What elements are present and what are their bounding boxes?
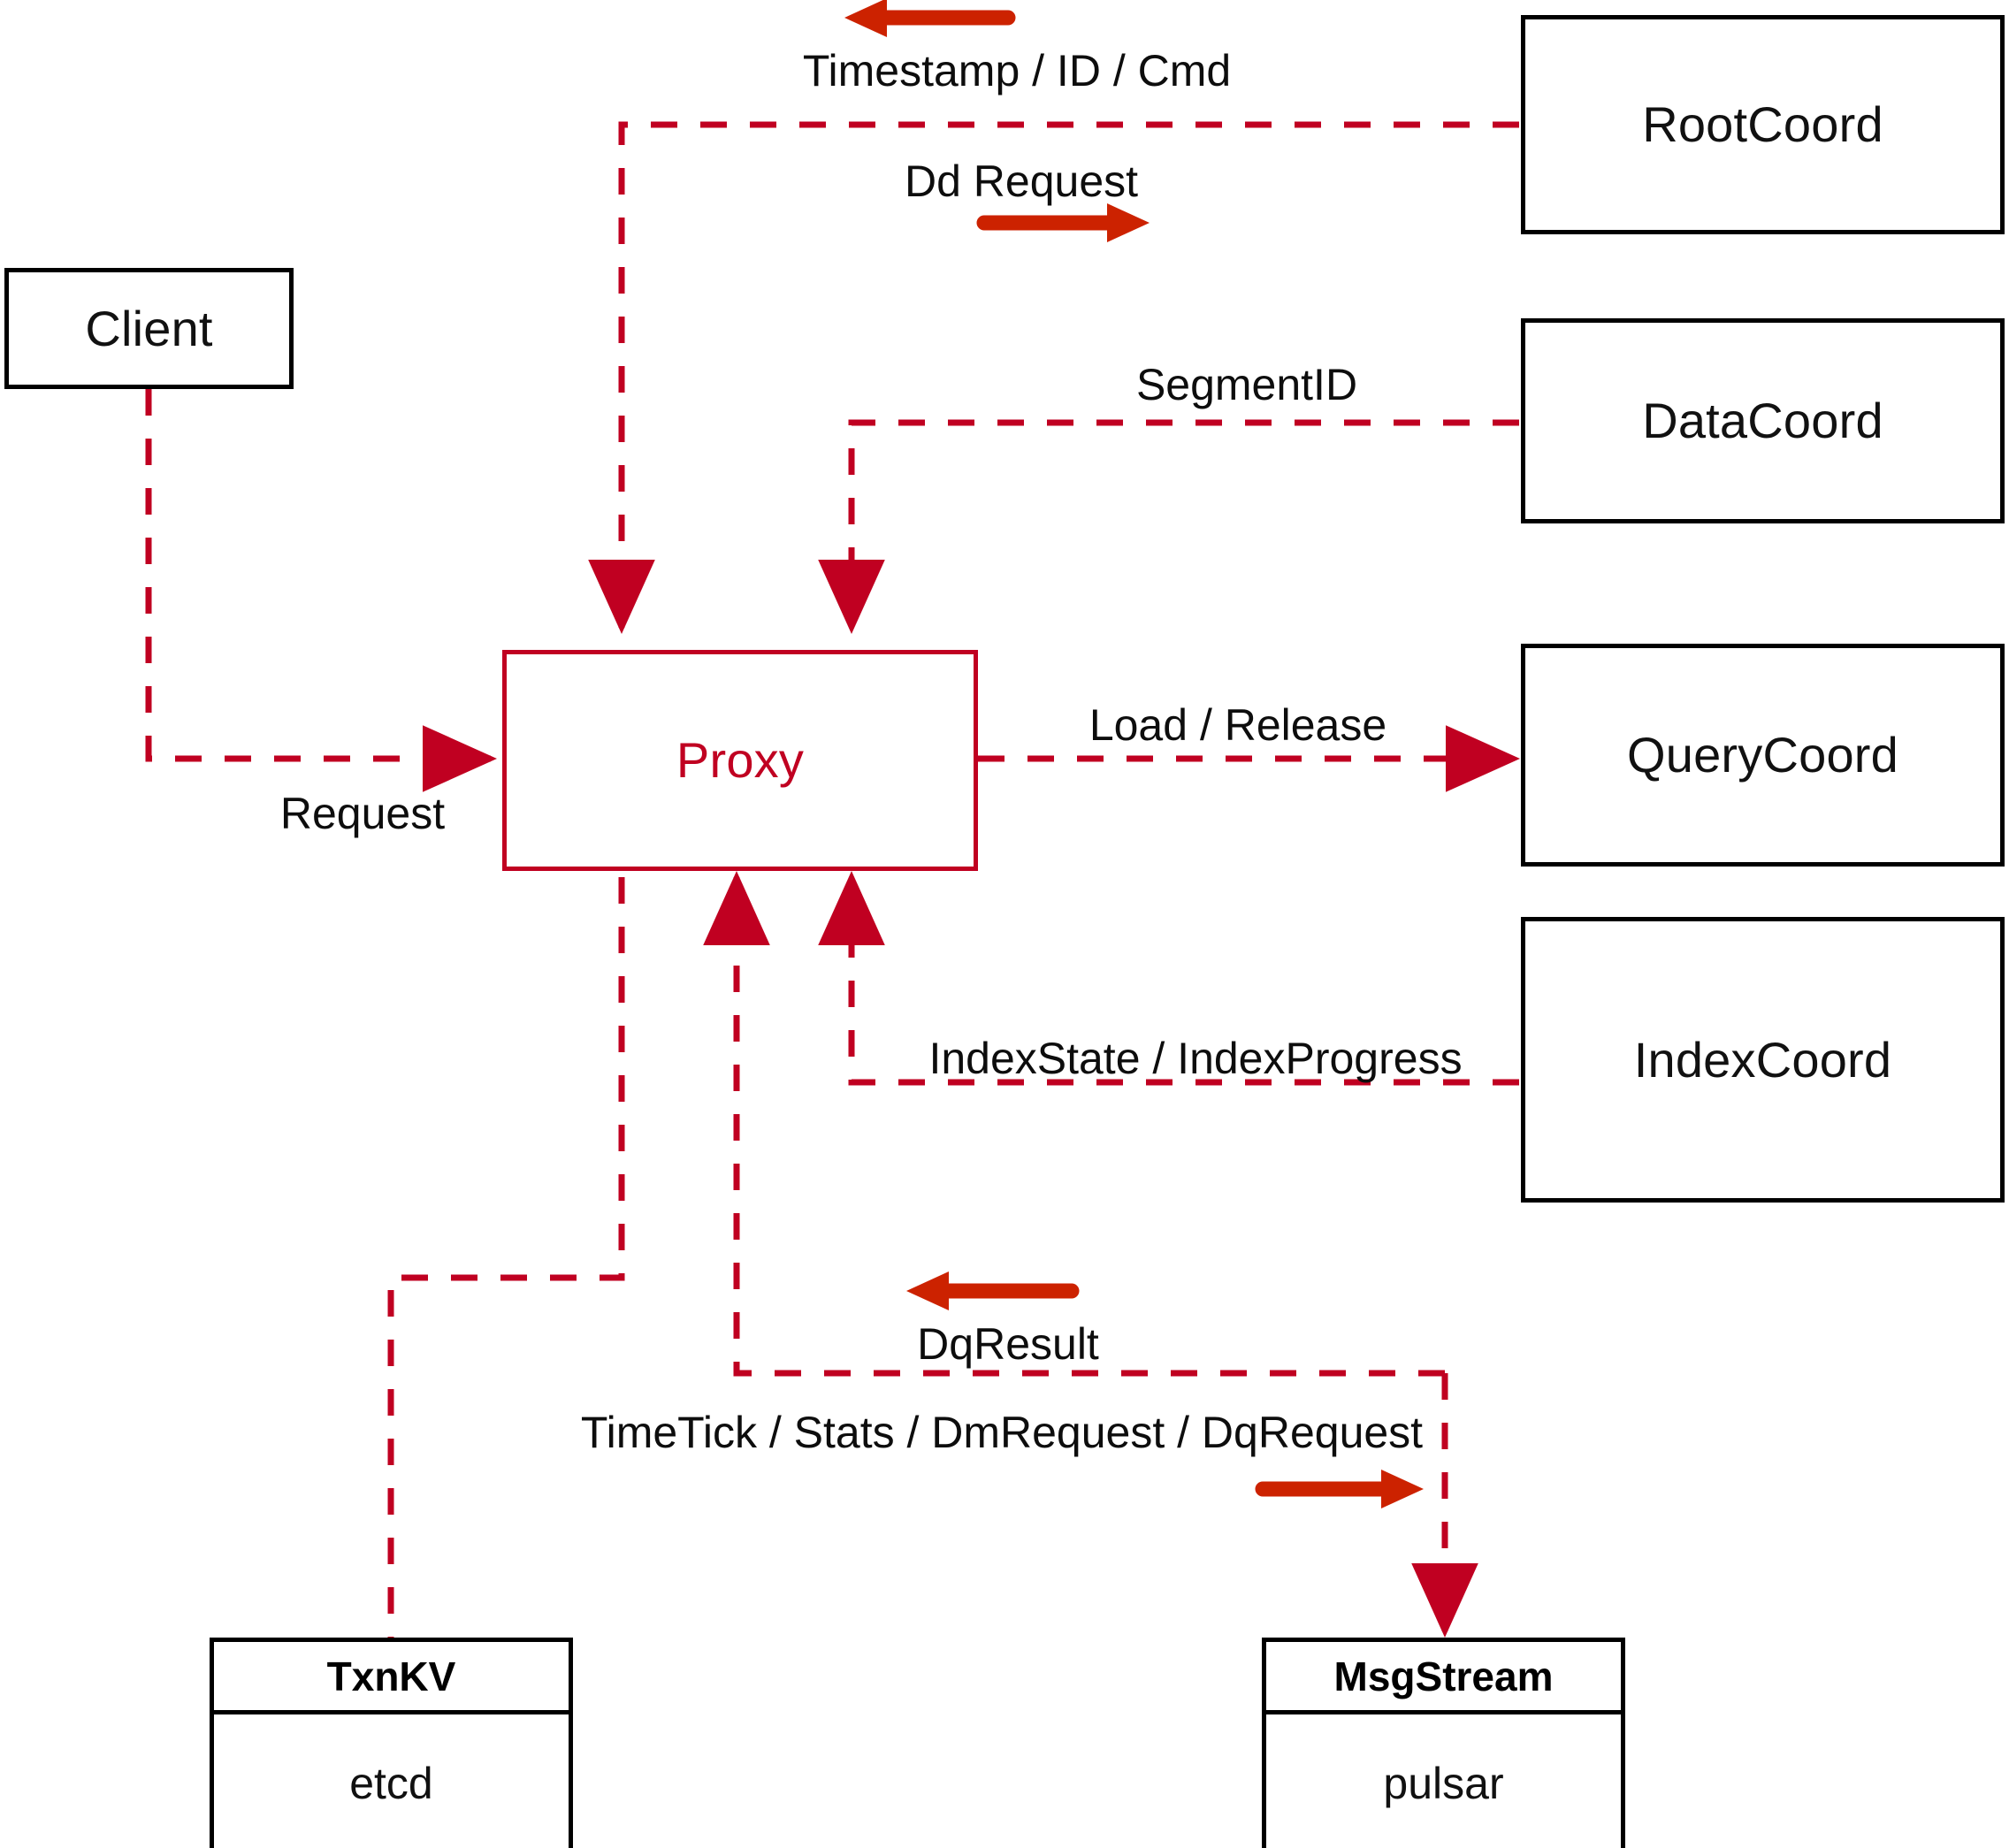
edge-label-dd-request: Dd Request — [904, 157, 1139, 206]
edge-label-index-state-progress: IndexState / IndexProgress — [928, 1034, 1463, 1083]
node-msgstream[interactable]: MsgStream pulsar — [1262, 1638, 1625, 1848]
node-client[interactable]: Client — [4, 268, 294, 389]
node-txnkv-header-label: TxnKV — [326, 1653, 456, 1699]
node-index-coord[interactable]: IndexCoord — [1521, 917, 2005, 1203]
node-msgstream-header-label: MsgStream — [1333, 1653, 1554, 1699]
node-query-coord[interactable]: QueryCoord — [1521, 644, 2005, 867]
edge-label-dq-result: DqResult — [917, 1319, 1099, 1369]
edge-proxy-txnkv — [387, 877, 625, 1638]
node-proxy-label: Proxy — [676, 732, 805, 788]
edge-label-load-release: Load / Release — [1089, 700, 1387, 750]
edge-request — [145, 389, 497, 792]
node-msgstream-header: MsgStream — [1266, 1642, 1621, 1714]
node-txnkv-body: etcd — [214, 1714, 569, 1848]
node-msgstream-body: pulsar — [1266, 1714, 1621, 1848]
node-client-label: Client — [85, 300, 213, 356]
node-txnkv-header: TxnKV — [214, 1642, 569, 1714]
edge-label-timestamp-id-cmd: Timestamp / ID / Cmd — [802, 46, 1232, 95]
node-root-coord-label: RootCoord — [1642, 96, 1883, 152]
edge-segment-id — [818, 419, 1519, 634]
node-txnkv[interactable]: TxnKV etcd — [210, 1638, 573, 1848]
direction-arrow-timestamp — [844, 0, 1016, 37]
direction-arrow-dd-request — [976, 203, 1150, 242]
node-root-coord[interactable]: RootCoord — [1521, 15, 2005, 234]
direction-arrow-timetick — [1255, 1470, 1424, 1508]
node-proxy[interactable]: Proxy — [502, 650, 978, 871]
edge-label-request: Request — [279, 789, 446, 838]
edge-label-segment-id: SegmentID — [1135, 360, 1358, 409]
direction-arrow-dq-result — [906, 1271, 1080, 1310]
edge-dq-result — [703, 871, 1445, 1377]
edge-label-timetick-stats: TimeTick / Stats / DmRequest / DqRequest — [580, 1408, 1424, 1457]
node-data-coord[interactable]: DataCoord — [1521, 318, 2005, 523]
node-query-coord-label: QueryCoord — [1626, 727, 1899, 783]
node-msgstream-body-label: pulsar — [1383, 1759, 1504, 1808]
node-data-coord-label: DataCoord — [1642, 393, 1883, 448]
node-index-coord-label: IndexCoord — [1633, 1031, 1892, 1088]
node-txnkv-body-label: etcd — [349, 1759, 433, 1808]
